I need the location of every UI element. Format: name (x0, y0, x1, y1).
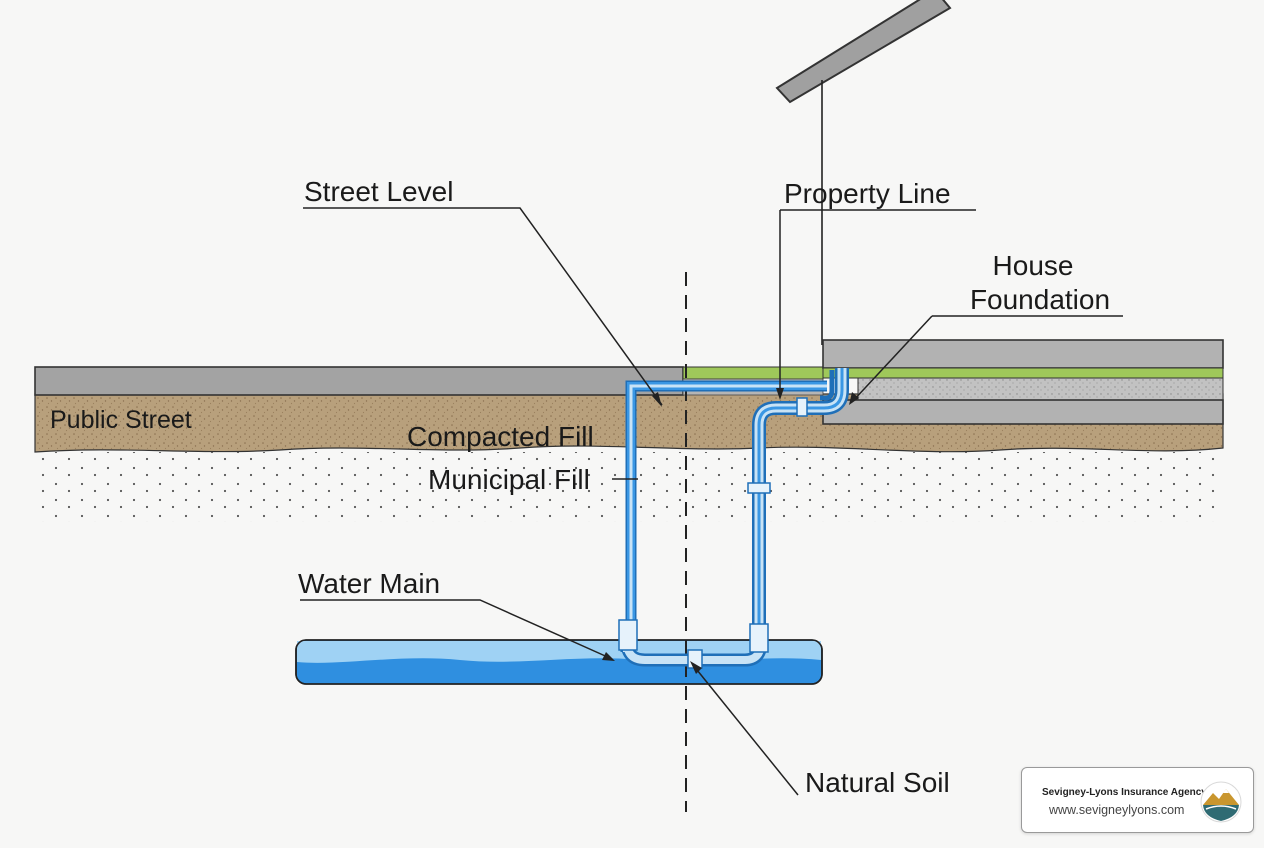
label-water-main: Water Main (298, 568, 440, 599)
leader-arrowheads (602, 388, 859, 674)
leader-lines (300, 207, 1123, 796)
street-pavement (34, 366, 684, 396)
agency-badge[interactable]: Sevigney-Lyons Insurance Agency www.sevi… (1021, 767, 1254, 833)
label-house-foundation-line2: Foundation (970, 284, 1110, 315)
label-compacted-fill: Compacted Fill (407, 421, 594, 452)
label-property-line: Property Line (784, 178, 951, 209)
label-municipal-fill: Municipal Fill (428, 464, 590, 495)
mountain-logo-icon (1200, 781, 1242, 823)
label-natural-soil: Natural Soil (805, 767, 950, 798)
agency-url[interactable]: www.sevigneylyons.com (1049, 803, 1185, 817)
house-foundation (822, 339, 1224, 425)
house-roof (775, 0, 952, 104)
grass-strip (682, 366, 824, 380)
label-house-foundation-line1: House (993, 250, 1074, 281)
label-street-level: Street Level (304, 176, 453, 207)
agency-name: Sevigney-Lyons Insurance Agency (1042, 787, 1207, 798)
service-pipe (618, 368, 849, 669)
label-public-street: Public Street (50, 406, 192, 434)
